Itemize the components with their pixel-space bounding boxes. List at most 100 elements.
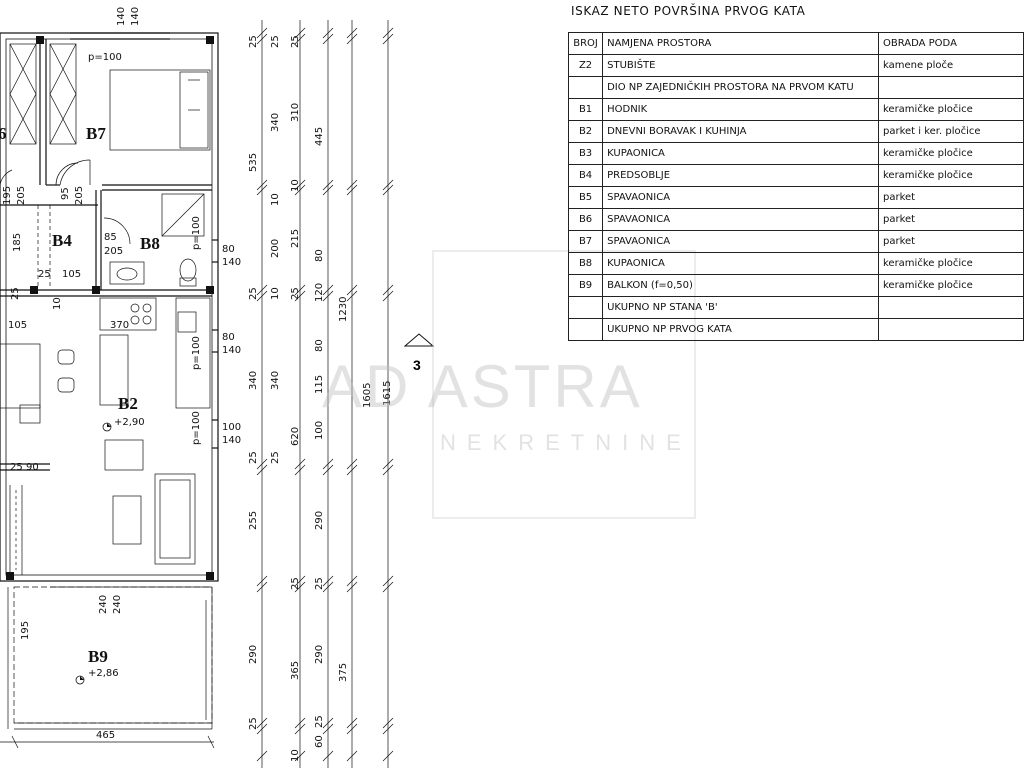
dimension-tick [382, 458, 394, 470]
dimension-tick [294, 723, 306, 735]
dimension-tick [346, 458, 358, 470]
dim-text: 290 [248, 645, 259, 664]
dimension-tick [382, 750, 394, 762]
dim-text: 140 [222, 345, 241, 356]
dimension-tick [322, 284, 334, 296]
dimension-tick [294, 581, 306, 593]
dim-text: 140 [116, 7, 127, 26]
watermark-text: AD ASTRA [322, 353, 643, 420]
dim-text: 105 [62, 269, 81, 280]
dimension-tick [322, 184, 334, 196]
table-row: UKUPNO NP PRVOG KATA [567, 318, 1024, 341]
floor-finish-cell: keramičke pločice [877, 142, 1024, 165]
room-id-cell: B1 [567, 98, 604, 121]
dim-text: 25 [314, 715, 325, 728]
dimension-tick [382, 184, 394, 196]
dimension-tick [382, 581, 394, 593]
dimension-tick [346, 179, 358, 191]
header-cell: BROJ [567, 32, 604, 55]
dimension-tick [322, 581, 334, 593]
room-label-b8: B8 [140, 234, 160, 253]
dimension-tick [346, 33, 358, 45]
room-name-cell: DNEVNI BORAVAK I KUHINJA [602, 120, 879, 143]
floor-finish-cell: keramičke pločice [877, 252, 1024, 275]
dim-text: 80 [314, 249, 325, 262]
dimension-tick [256, 290, 268, 302]
dim-text: 240 [112, 595, 123, 614]
dimension-tick [382, 575, 394, 587]
dimension-tick [294, 290, 306, 302]
dim-text: 205 [104, 246, 123, 257]
elevation-b9: +2,86 [88, 668, 119, 679]
dim-text: 290 [314, 645, 325, 664]
room-id-cell: Z2 [567, 54, 604, 77]
dim-text: 140 [222, 257, 241, 268]
dimension-tick [256, 575, 268, 587]
dimension-tick [294, 717, 306, 729]
dim-text: 310 [290, 103, 301, 122]
floor-plan: B7 B4 B8 B2 B9 6 +2,90 +2,86 p=100 p=100… [0, 7, 435, 768]
floor-finish-cell: keramičke pločice [877, 164, 1024, 187]
dimension-tick [256, 284, 268, 296]
room-name-cell: STUBIŠTE [602, 54, 879, 77]
dimension-tick [382, 179, 394, 191]
room-name-cell: KUPAONICA [602, 252, 879, 275]
room-id-cell [567, 296, 604, 319]
dim-text: 255 [248, 511, 259, 530]
dim-text: 25 [290, 35, 301, 48]
dimension-tick [294, 458, 306, 470]
room-label-b4: B4 [52, 231, 72, 250]
room-id-cell: B6 [567, 208, 604, 231]
dim-text: 195 [2, 186, 13, 205]
room-name-cell: UKUPNO NP PRVOG KATA [602, 318, 879, 341]
dim-text: 1605 [362, 383, 373, 408]
dim-text: 25 [10, 287, 21, 300]
dimension-tick [346, 723, 358, 735]
dim-text: 185 [12, 233, 23, 252]
room-name-cell: HODNIK [602, 98, 879, 121]
dimension-tick [382, 464, 394, 476]
room-id-cell [567, 76, 604, 99]
room-label-b6-partial: 6 [0, 124, 7, 143]
table-header-row: BROJ NAMJENA PROSTORA OBRADA PODA [567, 32, 1024, 55]
dim-text: 60 [314, 735, 325, 748]
dim-text: 85 [104, 232, 117, 243]
dimension-tick [256, 750, 268, 762]
dimension-tick [346, 581, 358, 593]
sill-label: p=100 [191, 411, 202, 445]
room-label-b2: B2 [118, 394, 138, 413]
dim-text: 105 [8, 320, 27, 331]
dimension-tick [322, 27, 334, 39]
dim-text: 10 [290, 179, 301, 192]
dimension-tick [256, 717, 268, 729]
room-id-cell: B7 [567, 230, 604, 253]
dim-text: 205 [74, 186, 85, 205]
table-title: ISKAZ NETO POVRŠINA PRVOG KATA [571, 4, 806, 18]
floor-finish-cell: keramičke pločice [877, 98, 1024, 121]
dimension-tick [322, 575, 334, 587]
dimension-tick [256, 458, 268, 470]
dim-text: 10 [52, 297, 63, 310]
dim-text: 140 [130, 7, 141, 26]
dim-text: 10 [270, 287, 281, 300]
room-name-cell: BALKON (f=0,50) [602, 274, 879, 297]
dimension-tick [294, 179, 306, 191]
dim-text: 365 [290, 661, 301, 680]
dim-text: 80 [222, 332, 235, 343]
dim-text: 120 [314, 283, 325, 302]
dimension-tick [294, 27, 306, 39]
floor-finish-cell: kamene ploče [877, 54, 1024, 77]
room-name-cell: UKUPNO NP STANA 'B' [602, 296, 879, 319]
dimension-tick [322, 723, 334, 735]
room-id-cell: B2 [567, 120, 604, 143]
dim-text: 290 [314, 511, 325, 530]
dimension-tick [382, 33, 394, 45]
dim-text: 25 [314, 577, 325, 590]
